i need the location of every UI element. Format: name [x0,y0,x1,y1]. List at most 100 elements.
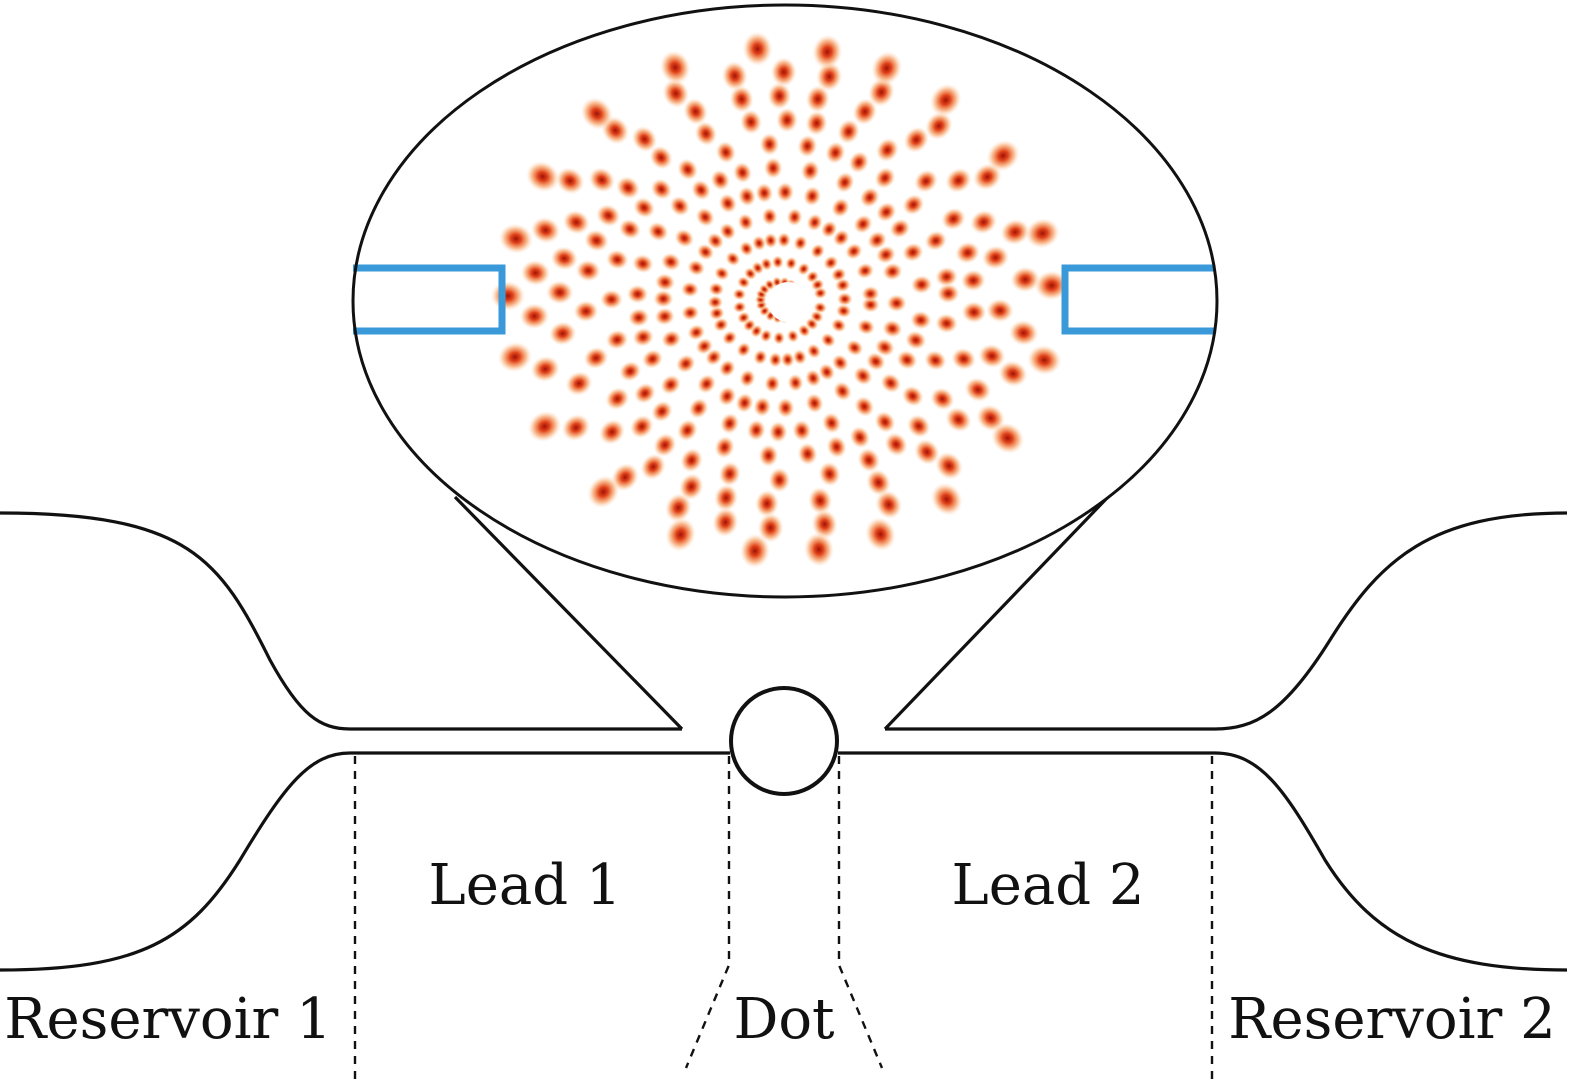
density-spot [725,251,741,267]
density-spot [530,355,561,383]
density-spot [718,461,741,487]
density-spot [615,176,641,200]
density-spot [868,77,895,107]
density-spot [629,414,654,439]
density-spot [732,161,753,184]
density-spot [871,51,903,86]
density-spot [786,207,803,227]
density-spot [583,346,609,370]
separator-dot-left [684,756,731,1069]
density-spot [856,262,875,279]
density-spot [550,246,579,271]
density-spot [754,489,780,518]
density-spot [721,330,738,346]
density-spot [882,319,903,338]
density-spot [936,283,960,304]
density-spot [732,301,747,314]
density-spot [941,207,966,231]
density-spot [1027,344,1062,376]
density-spot [687,259,706,276]
density-spot [763,157,783,179]
density-spot [853,214,873,234]
density-spot [889,218,911,239]
density-spot [707,295,724,310]
density-spot [498,223,534,254]
density-spot [1025,218,1060,249]
density-spot [820,220,838,239]
density-spot [587,475,620,509]
density-spot [820,332,836,348]
density-spot [683,98,708,126]
zoom-line-right [883,495,1110,731]
density-spot [729,85,754,113]
density-spot [737,213,754,232]
density-spot [677,158,699,181]
density-spot [848,151,870,174]
density-spot [753,396,772,418]
density-spot [803,185,822,207]
density-spot [662,78,690,108]
density-spot [776,397,795,419]
density-spot [739,109,763,135]
density-spot [780,351,795,368]
density-spot [764,374,781,393]
density-spot [805,110,828,136]
density-spot [633,197,656,219]
density-spot [695,207,715,227]
density-spot [650,178,673,200]
density-spot [714,435,735,459]
density-spot [1000,218,1030,246]
density-spot [925,111,953,141]
density-spot [837,119,860,145]
density-spot [605,387,630,411]
density-spot [618,360,642,382]
density-spot [866,469,891,496]
density-spot [647,221,669,242]
density-spot [674,228,695,248]
density-spot [865,517,896,552]
density-spot [588,167,616,193]
density-spot [584,229,609,252]
density-spot [805,369,822,388]
density-spot [834,171,855,194]
density-spot [654,273,676,292]
density-spot [706,232,725,250]
density-core [768,282,808,322]
density-spot [910,275,933,295]
density-spot [598,419,626,445]
density-spot [561,413,591,442]
left-upper-boundary [0,511,682,731]
density-spot [935,266,959,287]
density-spot [760,257,773,271]
density-spot [562,210,590,235]
density-spot [914,438,940,466]
density-spot [573,300,599,323]
density-spot [768,351,783,368]
density-spot [753,349,768,366]
density-spot [845,242,863,260]
density-spot [520,259,551,286]
density-spot [718,359,736,378]
density-spot [884,432,908,457]
density-spot [825,141,846,165]
quantum-dot-circle [729,686,839,796]
density-spot [519,303,550,330]
density-spot [758,444,779,468]
density-spot [580,97,613,130]
density-spot [964,377,992,403]
density-spot [665,517,696,552]
lead-2-label: Lead 2 [952,853,1145,918]
density-spot [739,369,756,388]
density-spot [751,235,767,252]
density-spot [924,230,948,251]
density-spot [998,360,1028,387]
density-spot [852,98,878,126]
density-spot [665,493,692,523]
inset-outline [351,3,1219,599]
density-spot [548,321,577,346]
probability-density-pattern [490,31,1069,569]
lead-box-right [1061,264,1214,335]
density-spot [935,451,963,480]
density-spot [546,280,574,305]
density-spot [605,329,629,350]
